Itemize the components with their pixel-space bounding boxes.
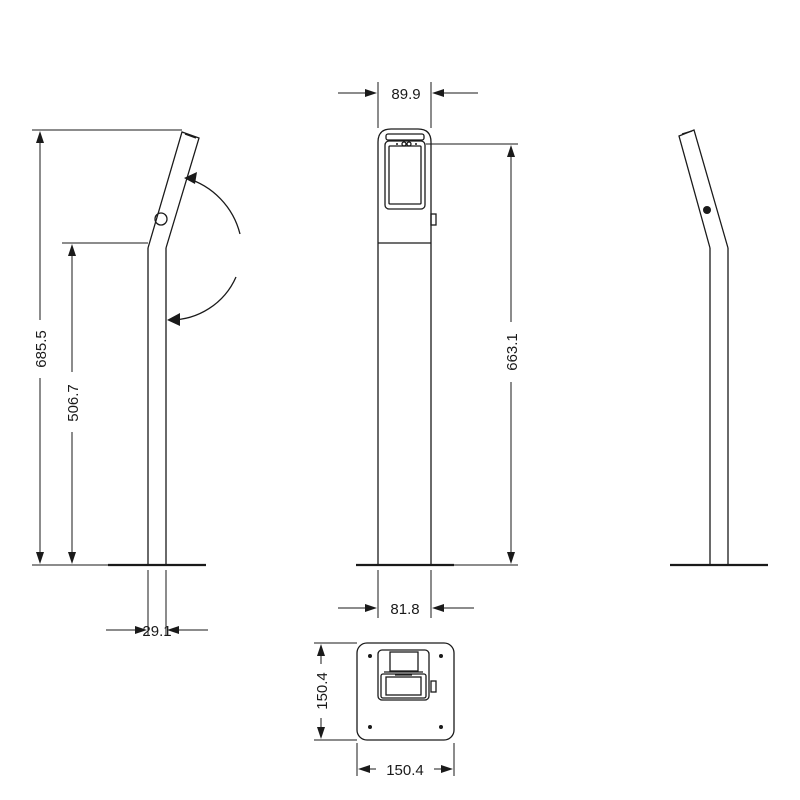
side-view-left bbox=[108, 131, 241, 567]
dim-base-depth: 150.4 bbox=[314, 642, 357, 741]
dim-post-width-label: 81.8 bbox=[390, 601, 419, 618]
top-view bbox=[356, 642, 455, 741]
dim-total-height: 685.5 bbox=[32, 129, 182, 566]
dim-post-height: 506.7 bbox=[62, 242, 148, 564]
dim-side-thickness-label: 29.1 bbox=[142, 623, 171, 640]
side-view-right bbox=[670, 129, 768, 567]
dim-head-width: 89.9 bbox=[338, 82, 478, 128]
front-view bbox=[356, 128, 454, 567]
dim-post-height-label: 506.7 bbox=[65, 384, 82, 422]
dim-base-depth-label: 150.4 bbox=[314, 672, 331, 710]
dim-head-width-label: 89.9 bbox=[391, 86, 420, 103]
dim-post-width: 81.8 bbox=[338, 570, 474, 618]
dim-side-thickness: 29.1 bbox=[106, 570, 208, 640]
dim-front-height-label: 663.1 bbox=[504, 333, 521, 371]
dim-base-width-label: 150.4 bbox=[386, 762, 424, 779]
dim-total-height-label: 685.5 bbox=[33, 330, 50, 368]
dim-front-height: 663.1 bbox=[426, 143, 521, 566]
dim-base-width: 150.4 bbox=[356, 743, 455, 779]
